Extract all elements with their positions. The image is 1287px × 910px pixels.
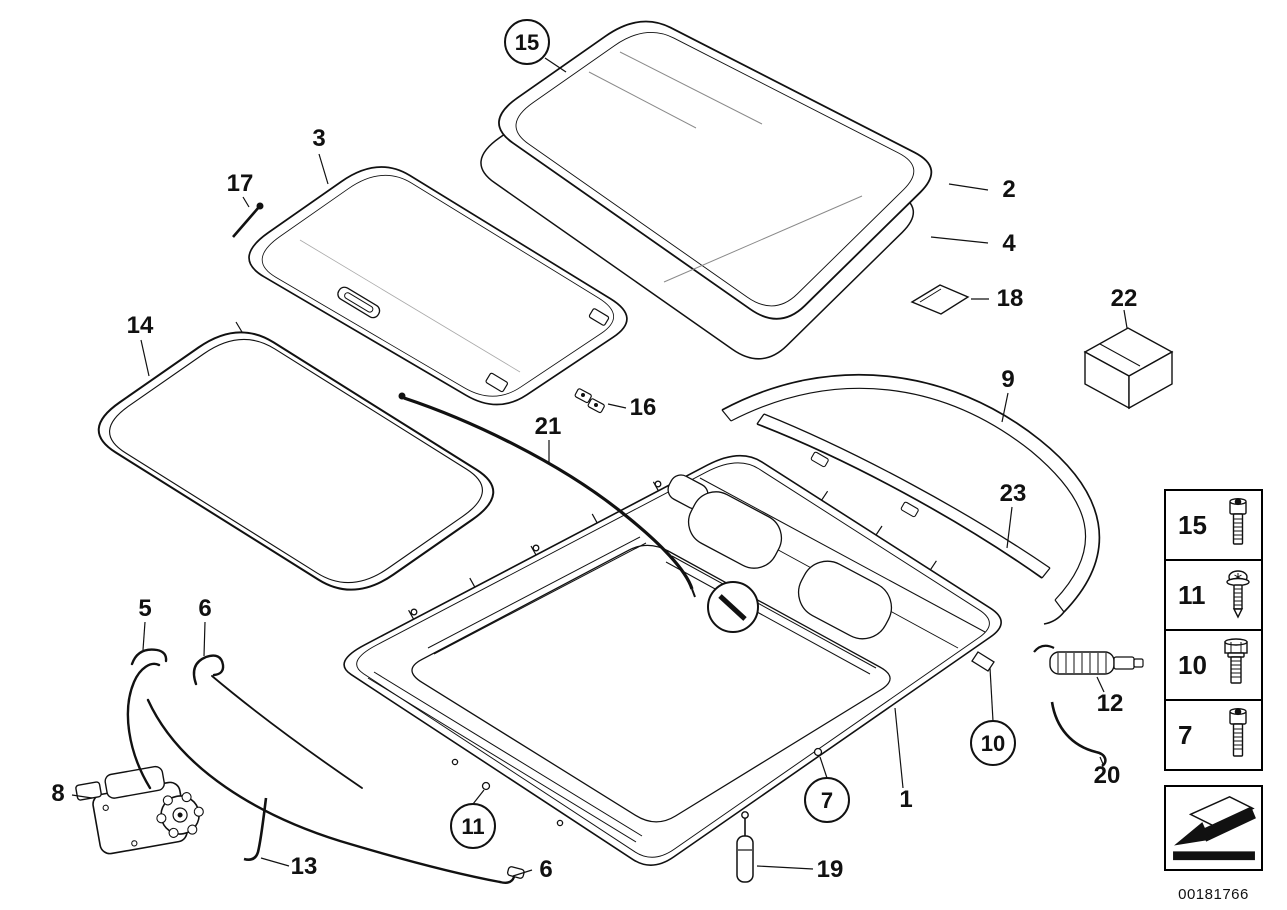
- bracket-10: [971, 651, 995, 672]
- svg-text:9: 9: [1001, 366, 1014, 393]
- lever-13: [243, 797, 268, 861]
- svg-text:4: 4: [1002, 230, 1016, 257]
- cable-end-5: [130, 648, 168, 666]
- callout-18[interactable]: 18: [971, 285, 1023, 312]
- callout-15[interactable]: 15: [504, 19, 567, 73]
- forward-direction-arrow-icon: [1172, 795, 1256, 861]
- svg-text:6: 6: [198, 595, 211, 622]
- svg-text:7: 7: [821, 788, 833, 813]
- svg-text:12: 12: [1097, 690, 1124, 717]
- svg-text:19: 19: [817, 856, 844, 883]
- legend-item-10[interactable]: 10: [1164, 629, 1263, 701]
- legend-item-7[interactable]: 7: [1164, 699, 1263, 771]
- callout-6b[interactable]: 6: [512, 856, 553, 883]
- callout-12[interactable]: 12: [1096, 676, 1124, 717]
- part-number: 00181766: [1178, 886, 1249, 903]
- sunshade-panel: [248, 166, 628, 406]
- svg-text:8: 8: [51, 780, 64, 807]
- drive-cables: [126, 648, 525, 885]
- callout-23[interactable]: 23: [1000, 480, 1027, 549]
- gas-strut-19: [736, 811, 754, 883]
- callout-14[interactable]: 14: [127, 312, 154, 377]
- callout-17[interactable]: 17: [227, 170, 254, 208]
- legend-item-11[interactable]: 11: [1164, 559, 1263, 631]
- svg-text:2: 2: [1002, 176, 1015, 203]
- svg-text:17: 17: [227, 170, 254, 197]
- shim-18: [910, 284, 970, 315]
- drive-motor: [75, 765, 204, 855]
- glass-panel: [498, 20, 933, 320]
- callout-7[interactable]: 7: [804, 756, 850, 823]
- svg-text:13: 13: [291, 853, 318, 880]
- callout-4[interactable]: 4: [930, 230, 1016, 257]
- svg-text:14: 14: [127, 312, 154, 339]
- bracket-16: [574, 388, 605, 414]
- callout-1[interactable]: 1: [894, 707, 913, 813]
- svg-text:10: 10: [981, 731, 1005, 756]
- svg-text:5: 5: [138, 595, 151, 622]
- drain-tube: [398, 392, 696, 598]
- svg-text:1: 1: [899, 786, 912, 813]
- svg-text:15: 15: [515, 30, 539, 55]
- callout-2[interactable]: 2: [948, 176, 1016, 203]
- svg-text:22: 22: [1111, 285, 1138, 312]
- callout-16[interactable]: 16: [607, 394, 657, 421]
- svg-text:20: 20: [1094, 762, 1121, 789]
- callout-6[interactable]: 6: [198, 595, 212, 657]
- rear-channel-strip: [756, 413, 1051, 579]
- callout-9[interactable]: 9: [1001, 366, 1015, 423]
- fastener-legend: 15 11 10: [1164, 489, 1263, 871]
- cable-end-6: [192, 654, 225, 686]
- svg-text:3: 3: [312, 125, 325, 152]
- svg-text:23: 23: [1000, 480, 1027, 507]
- legend-item-15[interactable]: 15: [1164, 489, 1263, 561]
- direction-symbol-box: [1164, 785, 1263, 871]
- svg-text:21: 21: [535, 413, 562, 440]
- socket-head-cap-screw-icon: [1229, 498, 1247, 545]
- screw-point-7: [813, 747, 823, 757]
- hose-elbow-20: [1050, 701, 1107, 768]
- screw-point-11: [481, 781, 491, 791]
- callout-5[interactable]: 5: [138, 595, 152, 651]
- sunshade-handle: [337, 286, 381, 319]
- callout-21[interactable]: 21: [535, 413, 562, 463]
- drain-hose-12: [1033, 644, 1144, 675]
- callout-13[interactable]: 13: [260, 853, 318, 880]
- callout-3[interactable]: 3: [312, 125, 329, 185]
- legend-number: 7: [1178, 719, 1193, 750]
- pin-17: [232, 202, 264, 238]
- svg-text:18: 18: [997, 285, 1024, 312]
- legend-number: 15: [1178, 509, 1207, 540]
- callout-8[interactable]: 8: [51, 780, 93, 807]
- roof-seal-ring: [97, 321, 495, 591]
- hex-head-bolt-icon: [1224, 638, 1248, 684]
- callout-20[interactable]: 20: [1094, 756, 1121, 789]
- repair-kit-box-22: [1083, 327, 1174, 410]
- glass-panel-group: [480, 20, 933, 360]
- callout-22[interactable]: 22: [1111, 285, 1138, 329]
- svg-text:11: 11: [461, 814, 484, 839]
- socket-head-cap-screw-icon: [1229, 708, 1247, 757]
- callouts: 15 3 17 2 4 18 22: [51, 19, 1138, 883]
- svg-text:6: 6: [539, 856, 552, 883]
- rear-gasket: [721, 373, 1101, 625]
- legend-number: 10: [1178, 649, 1207, 680]
- pan-head-screw-icon: [1226, 570, 1250, 619]
- callout-19[interactable]: 19: [756, 856, 844, 883]
- svg-text:16: 16: [630, 394, 657, 421]
- sunroof-frame: [343, 454, 1002, 866]
- callout-11[interactable]: 11: [450, 789, 496, 849]
- legend-number: 11: [1178, 579, 1206, 610]
- callout-10[interactable]: 10: [970, 667, 1016, 766]
